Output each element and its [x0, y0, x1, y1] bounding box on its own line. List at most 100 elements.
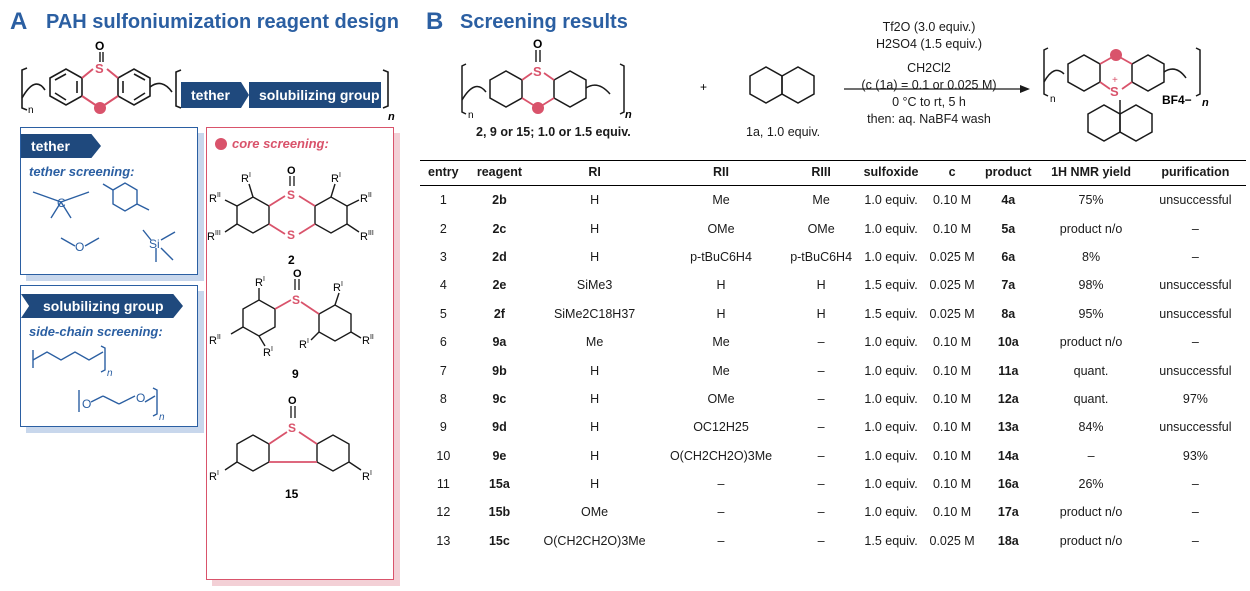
core-dot-icon [215, 138, 227, 150]
core9-r1-bottom: RI [263, 346, 273, 359]
cell-entry: 5 [439, 306, 447, 321]
core-structures: O S S RI RI RII RII RIII RIII 2 O S RI R… [207, 165, 374, 501]
cell-concentration: 0.025 M [929, 278, 975, 293]
core9-r2-right: RII [362, 334, 374, 347]
cell-r1: H [590, 221, 600, 236]
cell-reagent: 15c [488, 533, 510, 548]
cell-r2: p-tBuC6H4 [690, 249, 752, 264]
condition-line: 0 °C to rt, 5 h [892, 95, 966, 109]
cell-r3: – [817, 505, 825, 520]
header-sulfoxide: sulfoxide [857, 160, 925, 186]
cell-concentration: 0.10 M [932, 505, 972, 520]
cell-sulfoxide: 1.5 equiv. [864, 533, 918, 548]
cell-reagent: 2c [492, 221, 507, 236]
product-sub-n-left: n [1050, 94, 1056, 105]
cell-reagent: 2d [492, 249, 507, 264]
cell-r3: – [817, 335, 825, 350]
cell-purification: unsuccessful [1159, 306, 1232, 321]
cell-product: 13a [997, 420, 1019, 435]
reagent-design-scheme: O S n n [21, 40, 395, 123]
cell-r2: – [717, 533, 725, 548]
core2-sulfur-bottom: S [287, 228, 295, 242]
cell-nmr-yield: 84% [1078, 420, 1104, 435]
side-chain-o-2: O [136, 391, 145, 405]
cell-reagent: 9d [492, 420, 507, 435]
cell-r1: SiMe3 [576, 278, 613, 293]
cell-r1: SiMe2C18H37 [553, 306, 636, 321]
cell-r2: OC12H25 [693, 420, 749, 435]
cell-product: 5a [1001, 221, 1016, 236]
cell-r1: H [590, 448, 600, 463]
conditions-block: Tf2O (3.0 equiv.) H2SO4 (1.5 equiv.) CH2… [834, 19, 1024, 128]
cell-product: 18a [997, 533, 1019, 548]
cell-nmr-yield: quant. [1073, 363, 1109, 378]
cell-sulfoxide: 1.0 equiv. [864, 335, 918, 350]
cell-purification: – [1191, 505, 1199, 520]
cell-purification: – [1191, 335, 1199, 350]
core9-label: 9 [292, 367, 299, 381]
header-reagent: reagent [466, 160, 533, 186]
condition-line: H2SO4 (1.5 equiv.) [875, 37, 983, 51]
header-nmr-yield: 1H NMR yield [1037, 160, 1145, 186]
cell-nmr-yield: – [1087, 448, 1095, 463]
cell-nmr-yield: 26% [1078, 477, 1104, 492]
cell-sulfoxide: 1.0 equiv. [864, 505, 918, 520]
cell-purification: unsuccessful [1159, 278, 1232, 293]
cell-nmr-yield: product n/o [1059, 505, 1123, 520]
cell-product: 8a [1001, 306, 1016, 321]
panel-b-title: Screening results [460, 11, 628, 33]
core2-r3-left: RIII [207, 230, 221, 243]
core2-sulfur-top: S [287, 188, 295, 202]
cell-concentration: 0.025 M [929, 533, 975, 548]
core2-r1-left: RI [241, 172, 251, 185]
cell-r2: Me [712, 335, 730, 350]
cell-nmr-yield: 98% [1078, 278, 1104, 293]
cell-concentration: 0.10 M [932, 477, 972, 492]
core-screening-box: core screening: O S S RI RI RII RII RIII… [206, 127, 394, 580]
header-concentration: c [924, 160, 980, 186]
cell-r3: – [817, 363, 825, 378]
cell-product: 16a [997, 477, 1019, 492]
cell-sulfoxide: 1.0 equiv. [864, 193, 918, 208]
cell-r1: H [590, 193, 600, 208]
cell-concentration: 0.10 M [932, 420, 972, 435]
core2-r2-right: RII [360, 192, 372, 205]
product-sub-n-right: n [1202, 97, 1209, 109]
cell-r2: O(CH2CH2O)3Me [669, 448, 773, 463]
table-header-row: entry reagent RI RII RIII sulfoxide c pr… [420, 160, 1246, 186]
cell-reagent: 9e [492, 448, 507, 463]
cell-concentration: 0.10 M [932, 193, 972, 208]
cell-sulfoxide: 1.0 equiv. [864, 249, 918, 264]
cell-sulfoxide: 1.0 equiv. [864, 420, 918, 435]
solubilizing-tag: solubilizing group [21, 294, 183, 318]
core15-sulfur: S [288, 421, 296, 435]
reaction-scheme: O S n n + S + BF4− n n [461, 37, 1209, 142]
cell-nmr-yield: 8% [1082, 249, 1101, 264]
cell-nmr-yield: product n/o [1059, 335, 1123, 350]
design-sub-n: n [28, 105, 34, 116]
cell-product: 14a [997, 448, 1019, 463]
cell-r1: H [590, 391, 600, 406]
cell-purification: – [1191, 477, 1199, 492]
cell-sulfoxide: 1.0 equiv. [864, 448, 918, 463]
cell-reagent: 9b [492, 363, 507, 378]
core9-oxygen: O [293, 268, 302, 280]
cell-sulfoxide: 1.0 equiv. [864, 221, 918, 236]
side-chain-box: solubilizing group side-chain screening:… [20, 285, 198, 427]
cell-product: 10a [997, 335, 1019, 350]
cell-r1: H [590, 363, 600, 378]
header-purification: purification [1144, 160, 1246, 186]
cell-r3: Me [812, 193, 830, 208]
cell-product: 4a [1001, 193, 1016, 208]
core15-oxygen: O [288, 395, 297, 407]
cell-r2: – [717, 477, 725, 492]
cell-r2: – [717, 505, 725, 520]
design-sub-n-right: n [388, 111, 395, 123]
cell-purification: 97% [1182, 391, 1208, 406]
cell-r1: H [590, 249, 600, 264]
